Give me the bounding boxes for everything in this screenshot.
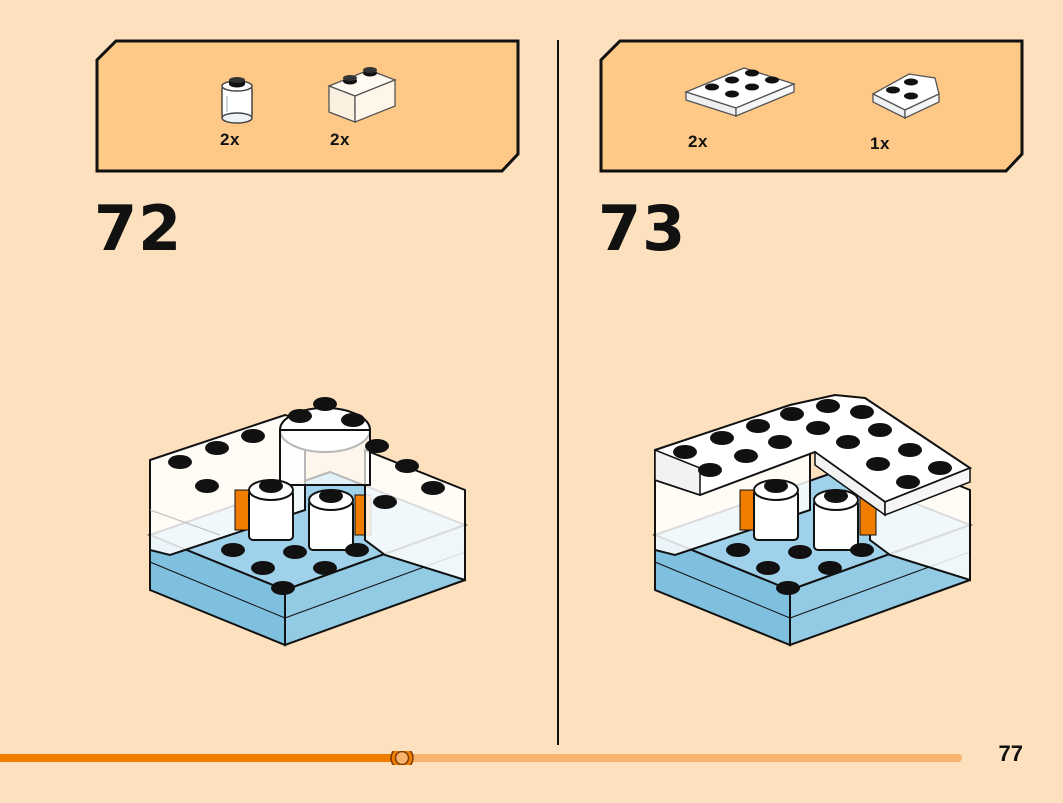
plate-2x3-white-icon [684, 67, 796, 117]
parts-box-step-73: 2x 1x [598, 38, 1024, 173]
part-qty: 2x [330, 130, 350, 149]
round-brick-1x1-transparent-icon [221, 77, 253, 124]
step-number: 72 [94, 192, 183, 265]
brick-1x2-transparent-icon [327, 67, 397, 123]
part-round-brick: 2x [212, 76, 262, 149]
model-step-72 [147, 397, 468, 647]
progress-knob [390, 751, 414, 765]
model-step-73 [652, 393, 973, 647]
wedge-plate-white-icon [871, 73, 940, 120]
step-number: 73 [598, 192, 687, 265]
part-plate-2x3: 2x [680, 62, 800, 152]
parts-box-step-72: 2x 2x [94, 38, 520, 173]
part-qty: 1x [870, 134, 890, 153]
part-qty: 2x [688, 132, 708, 151]
column-divider [557, 40, 559, 745]
progress-fill [0, 754, 404, 762]
page-number: 77 [998, 741, 1023, 766]
part-wedge-plate: 1x [866, 68, 946, 154]
part-qty: 2x [220, 130, 240, 149]
part-brick-1x2: 2x [322, 64, 402, 149]
progress-bar [0, 751, 962, 765]
